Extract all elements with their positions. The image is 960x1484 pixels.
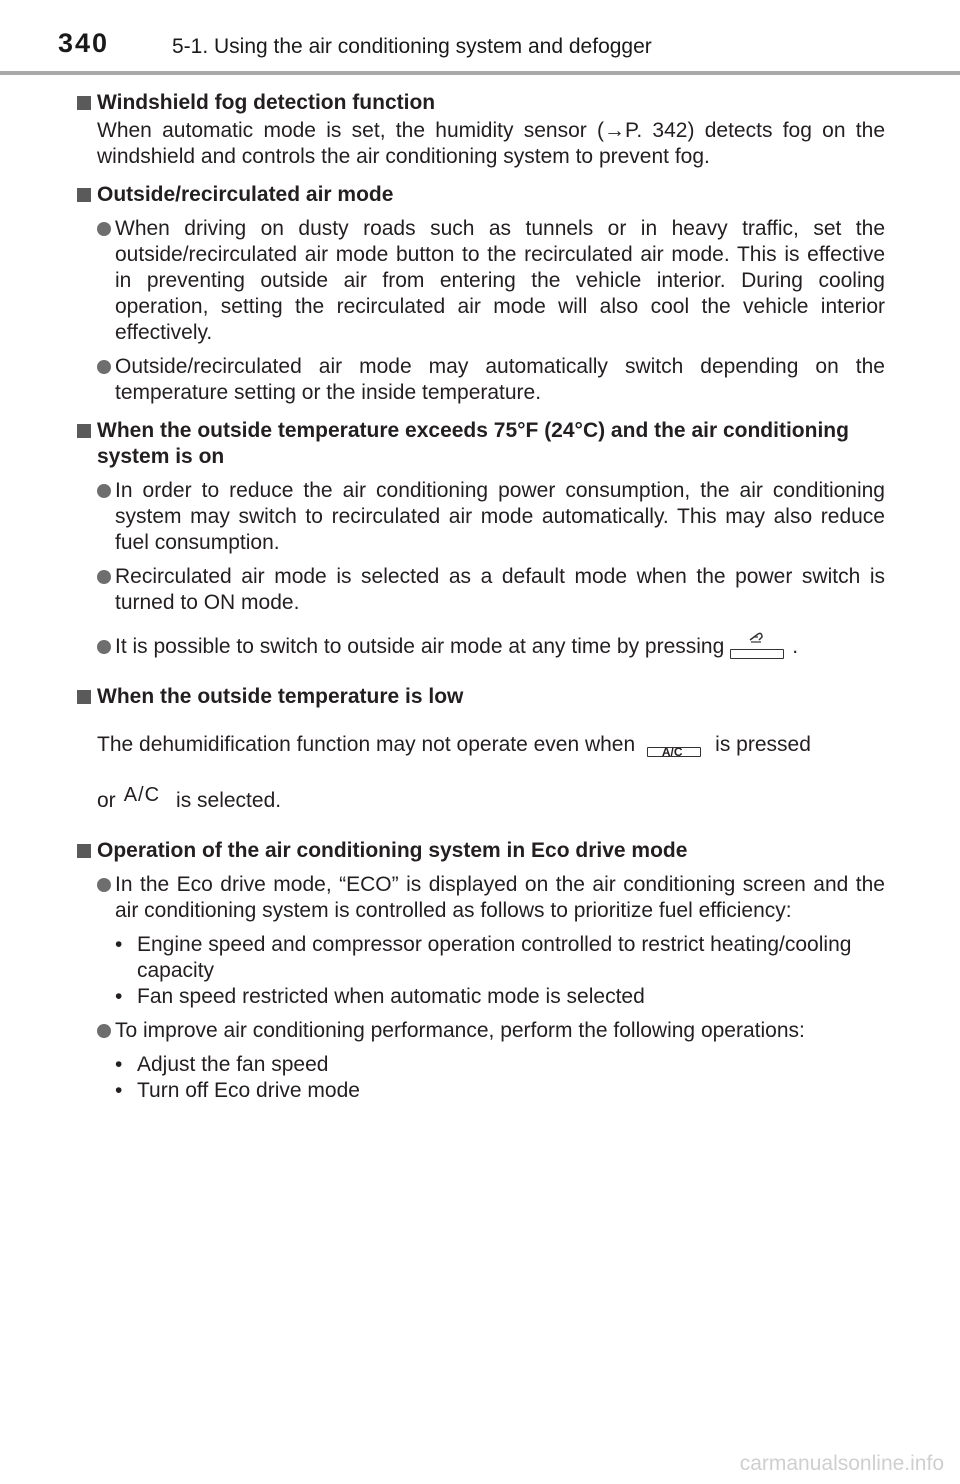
sub-list-item: •Adjust the fan speed (115, 1053, 329, 1076)
list-item: In the Eco drive mode, “ECO” is displaye… (77, 872, 885, 924)
list-item: To improve air conditioning performance,… (77, 1018, 885, 1044)
circle-bullet-icon (97, 222, 111, 236)
sub-list-item: •Engine speed and compressor operation c… (115, 933, 852, 982)
circle-bullet-icon (97, 570, 111, 584)
circle-bullet-icon (97, 878, 111, 892)
list-item: In order to reduce the air conditioning … (77, 478, 885, 556)
watermark: carmanualsonline.info (739, 1452, 944, 1475)
section-heading-eco: Operation of the air conditioning system… (77, 838, 885, 864)
page-number: 340 (58, 28, 110, 58)
circle-bullet-icon (97, 484, 111, 498)
header-rule (0, 71, 960, 75)
section-heading-recirc: Outside/recirculated air mode (77, 182, 885, 208)
circle-bullet-icon (97, 1024, 111, 1038)
page-header: 340 5-1. Using the air conditioning syst… (0, 0, 960, 80)
circle-bullet-icon (97, 360, 111, 374)
square-bullet-icon (77, 844, 91, 858)
section-heading-fog: Windshield fog detection function (77, 90, 885, 116)
section-heading-hot: When the outside temperature exceeds 75°… (77, 418, 885, 470)
sub-list-item: •Fan speed restricted when automatic mod… (115, 985, 645, 1008)
square-bullet-icon (77, 188, 91, 202)
ac-screen-label: A/C (123, 784, 161, 806)
square-bullet-icon (77, 690, 91, 704)
square-bullet-icon (77, 424, 91, 438)
ac-button-icon: A/C (645, 729, 705, 759)
low-paragraph: The dehumidification function may not op… (77, 720, 885, 826)
outside-air-button-icon (728, 631, 788, 661)
section-heading-low: When the outside temperature is low (77, 684, 885, 710)
list-item: Outside/recirculated air mode may automa… (77, 354, 885, 406)
list-item: When driving on dusty roads such as tunn… (77, 216, 885, 346)
page-body: Windshield fog detection function When a… (77, 86, 885, 1104)
square-bullet-icon (77, 96, 91, 110)
circle-bullet-icon (97, 640, 111, 654)
list-item: It is possible to switch to outside air … (77, 622, 885, 672)
list-item: Recirculated air mode is selected as a d… (77, 564, 885, 616)
chapter-title: 5-1. Using the air conditioning system a… (172, 35, 652, 58)
sub-list-item: •Turn off Eco drive mode (115, 1079, 360, 1102)
fog-paragraph: When automatic mode is set, the humidity… (97, 119, 885, 168)
